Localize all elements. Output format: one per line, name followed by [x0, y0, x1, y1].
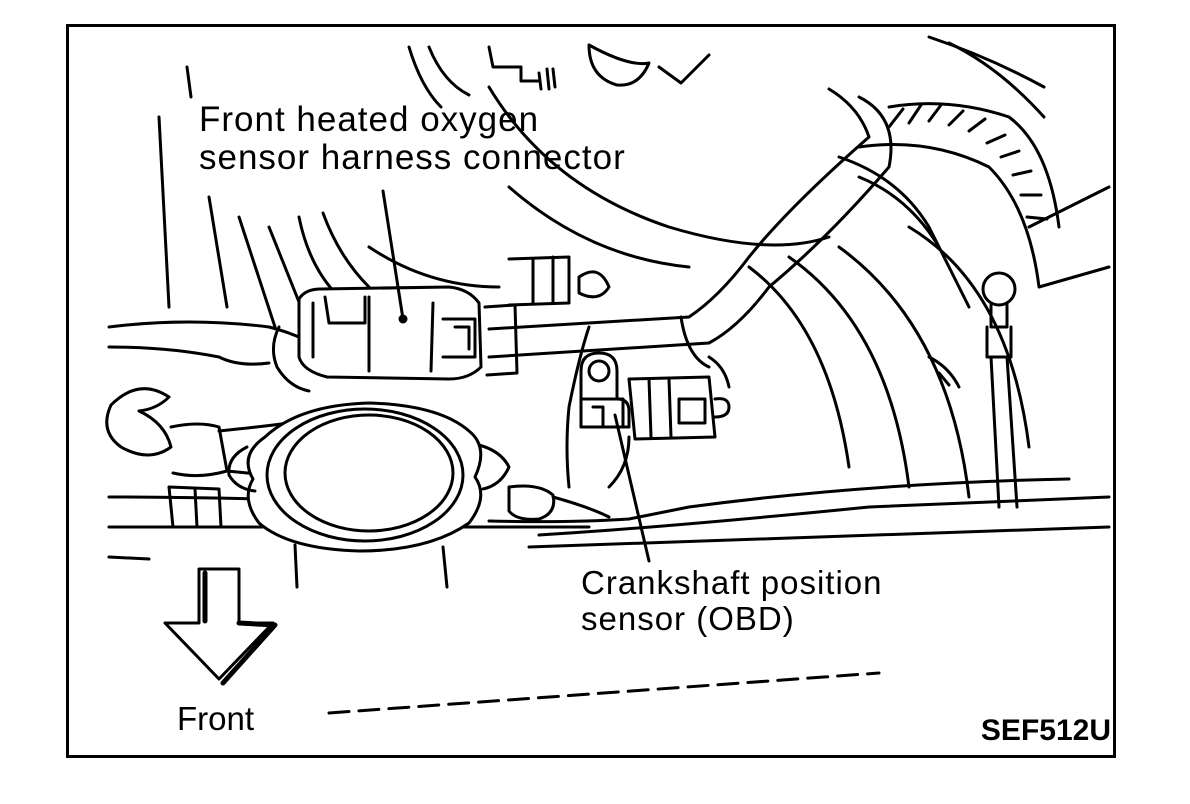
crankshaft-sensor	[565, 325, 731, 489]
crank-leader-line	[613, 413, 651, 563]
radiator-cap	[227, 401, 511, 589]
dipstick-rod	[981, 185, 1111, 509]
ribbed-hose	[837, 102, 1061, 309]
diagram-frame: Front heated oxygen sensor harness conne…	[66, 24, 1116, 758]
oxygen-sensor-callout-line2: sensor harness connector	[199, 137, 626, 177]
figure-code: SEF512U	[980, 713, 1111, 747]
crank-sensor-callout-line2: sensor (OBD)	[581, 599, 795, 637]
background-sketch-top	[185, 35, 1046, 119]
front-arrow-icon	[163, 567, 278, 686]
engine-illustration	[105, 35, 1111, 715]
small-parts	[487, 477, 1111, 549]
oxygen-sensor-callout-line1: Front heated oxygen	[199, 100, 540, 139]
oxygen-leader-dot	[398, 314, 408, 324]
oxygen-sensor-callout: Front heated oxygen sensor harness conne…	[195, 101, 630, 177]
oxygen-sensor-connector	[272, 255, 611, 393]
pulley-arcs	[747, 225, 1031, 499]
dashed-baseline	[327, 671, 881, 715]
crank-sensor-callout: Crankshaft position sensor (OBD)	[577, 564, 887, 637]
oxygen-leader-line	[381, 189, 405, 321]
crank-sensor-callout-line1: Crankshaft position	[581, 564, 883, 601]
main-hose	[487, 87, 893, 369]
front-label: Front	[177, 700, 255, 737]
center-housing	[367, 85, 831, 289]
